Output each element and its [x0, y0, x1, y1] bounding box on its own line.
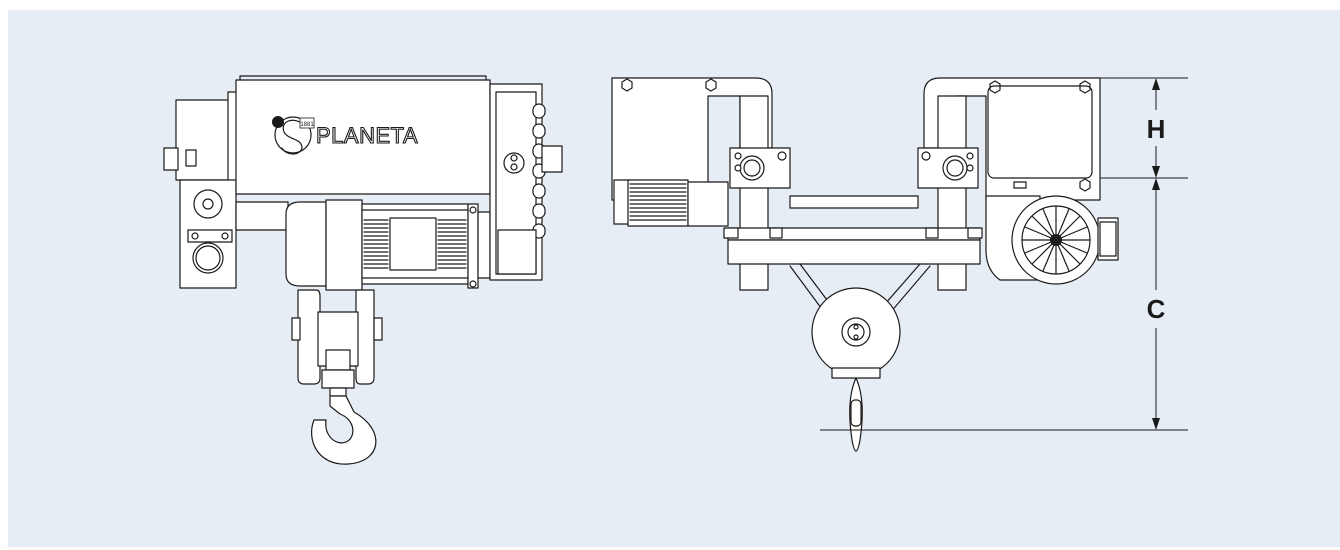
travel-motor	[627, 179, 689, 227]
coupling-shaft	[235, 201, 289, 231]
travel-motor-fins	[629, 183, 687, 221]
crane-hook	[311, 395, 377, 465]
end-lower-block	[497, 229, 537, 275]
wheel-axle-bar	[187, 229, 233, 243]
drum-end-cap	[285, 201, 327, 287]
dim-h-arrow-top	[1152, 78, 1160, 90]
gearbox-nut	[185, 149, 197, 167]
dimension-lines: H C	[820, 77, 1188, 431]
hook-block-side	[291, 289, 383, 397]
travel-gearbox	[687, 181, 729, 227]
motor-housing	[235, 79, 491, 195]
control-box	[987, 85, 1093, 179]
dim-c-label: C	[1147, 294, 1166, 324]
drum-center-band	[389, 217, 437, 271]
drum-grooves-left	[363, 219, 389, 269]
dim-c-arrow-bottom	[1152, 418, 1160, 430]
trolley-front-view	[611, 77, 1119, 452]
trolley-plate-left	[611, 77, 773, 201]
upper-crossbeam	[789, 195, 919, 209]
lower-crossbeam	[727, 239, 981, 265]
hoist-side-view: 1881 PLANETA	[163, 75, 563, 465]
drum-bearing	[477, 211, 491, 279]
drum-grooves-right	[437, 219, 467, 269]
end-bolt	[503, 152, 525, 174]
end-cap-right	[541, 145, 563, 173]
dim-h-arrow-bottom	[1152, 166, 1160, 178]
drum-flange-right	[467, 203, 479, 289]
gearbox-cap	[163, 147, 179, 171]
logo-badge: 1881	[300, 122, 314, 128]
drum-flange-left	[325, 199, 363, 291]
dim-h-label: H	[1147, 114, 1166, 144]
brand-name: PLANETA	[316, 123, 418, 148]
sheave-base	[831, 367, 881, 379]
gearbox-left	[175, 99, 237, 181]
planeta-logo: 1881	[272, 116, 315, 155]
rail-crossbeam	[727, 227, 981, 241]
dim-c-arrow-top	[1152, 178, 1160, 190]
